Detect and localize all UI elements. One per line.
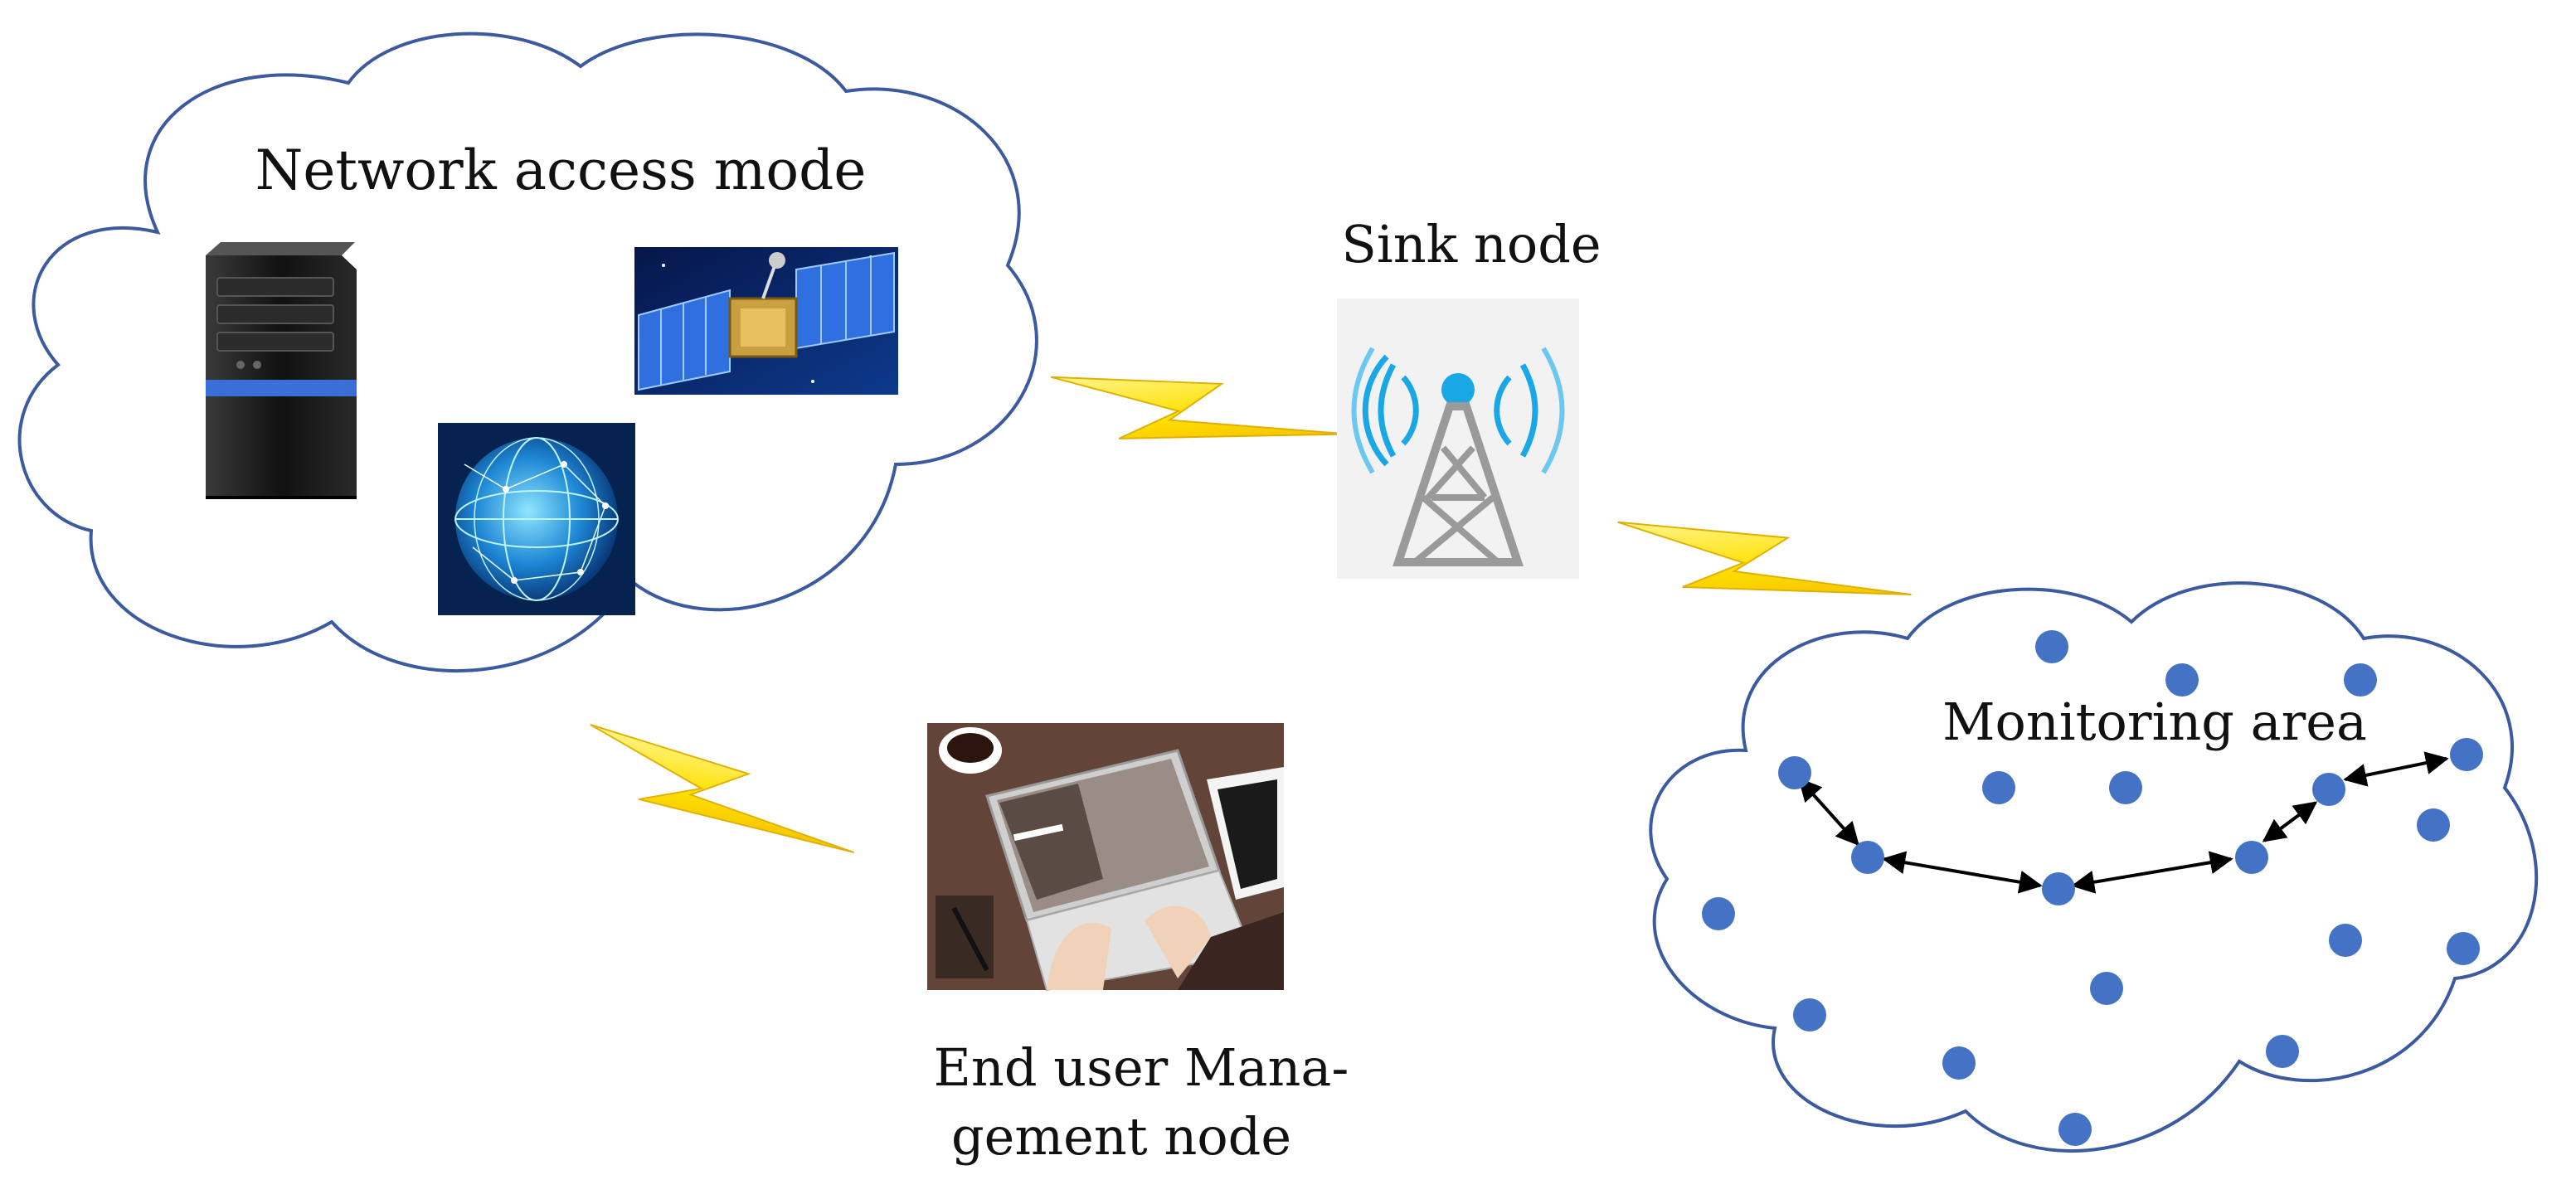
link-bolt-access-to-user <box>571 716 868 876</box>
sensor-node <box>2109 771 2142 804</box>
monitoring-area-label: Monitoring area <box>1942 692 2367 752</box>
sink-node-label: Sink node <box>1341 214 1601 274</box>
sensor-node <box>1851 841 1884 874</box>
sensor-node <box>2312 773 2345 806</box>
sensor-node <box>1793 998 1826 1032</box>
desktop-tower-icon <box>158 240 398 502</box>
sensor-node <box>2042 872 2075 905</box>
signal-tower-icon <box>1337 299 1579 579</box>
sensor-node <box>2035 630 2068 663</box>
sensor-node <box>1778 756 1811 789</box>
sensor-node <box>2417 808 2450 842</box>
monitoring-area-cloud <box>1649 581 2539 1153</box>
route-arrow <box>1798 777 1859 847</box>
sensor-node <box>2058 1113 2092 1146</box>
sensor-node <box>2447 932 2480 965</box>
sensor-node <box>2090 972 2123 1005</box>
end-user-label-line1: End user Mana- <box>934 1037 1349 1098</box>
sensor-node <box>2235 841 2268 874</box>
laptop-user-icon <box>927 723 1284 992</box>
routing-path <box>1798 751 2449 894</box>
sensor-node <box>2165 663 2199 697</box>
sensor-nodes <box>1702 630 2483 1146</box>
sensor-node <box>2344 663 2377 697</box>
route-arrow <box>2071 851 2233 894</box>
sensor-node <box>2450 738 2483 771</box>
globe-network-icon <box>438 423 635 615</box>
network-access-cloud <box>17 32 1038 672</box>
route-arrow <box>1882 851 2043 894</box>
sensor-node <box>1702 897 1735 930</box>
route-arrow <box>2343 751 2449 787</box>
link-bolt-access-to-sink <box>1045 368 1353 459</box>
network-access-label: Network access mode <box>255 138 867 202</box>
end-user-label-line2: gement node <box>951 1106 1291 1167</box>
link-bolt-sink-to-monitoring <box>1609 513 1918 620</box>
satellite-icon <box>634 247 898 395</box>
sensor-node <box>2266 1035 2299 1068</box>
route-arrow <box>2262 801 2318 842</box>
sensor-node <box>1982 771 2015 804</box>
sensor-node <box>2329 924 2362 957</box>
sensor-node <box>1942 1046 1976 1080</box>
